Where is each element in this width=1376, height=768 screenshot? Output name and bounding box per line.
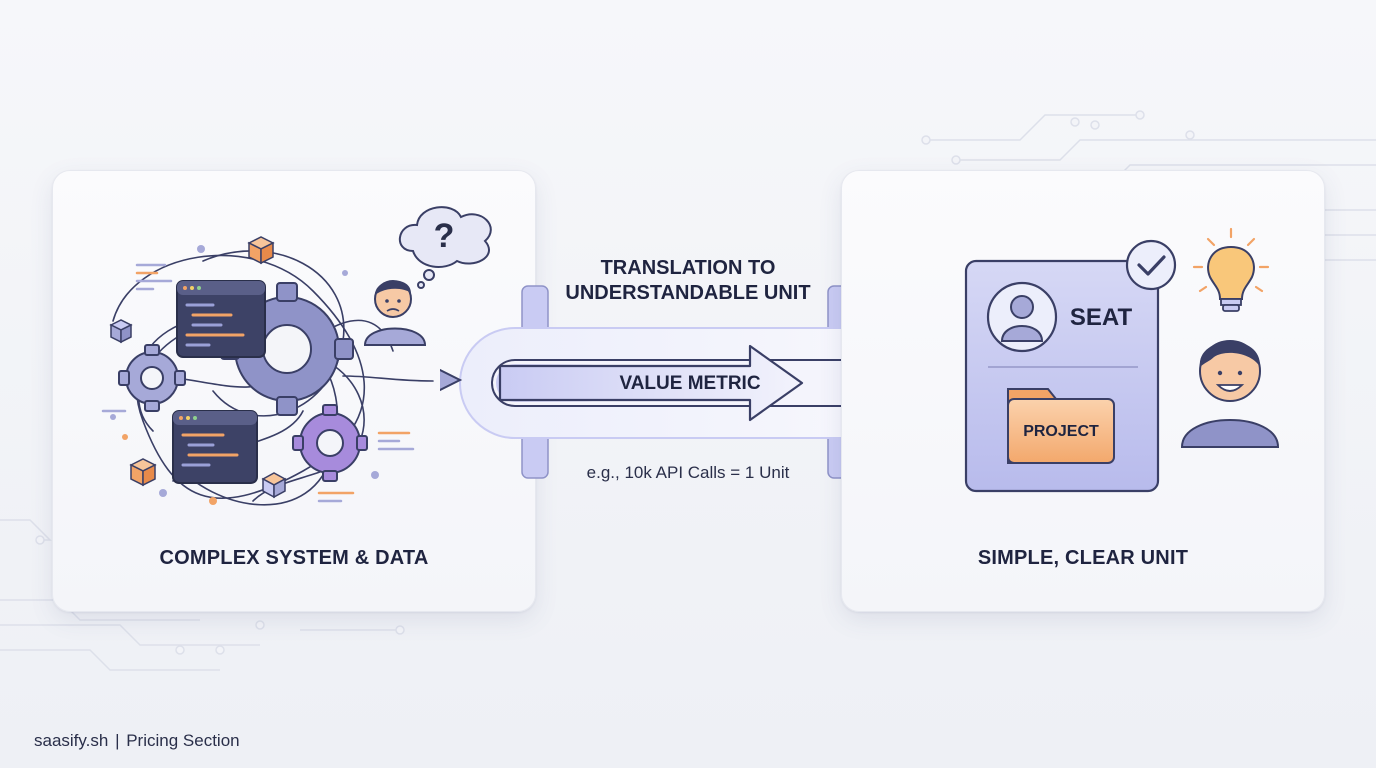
translation-title-line2: UNDERSTANDABLE UNIT bbox=[565, 282, 811, 304]
translation-bridge bbox=[440, 285, 940, 479]
folder-icon bbox=[1007, 388, 1115, 464]
footer-section: Pricing Section bbox=[126, 731, 240, 750]
complex-system-illustration: ? bbox=[101, 206, 492, 506]
example-text: e.g., 10k API Calls = 1 Unit bbox=[586, 463, 790, 482]
simple-unit-card: SEAT PROJECT SIMPLE, CLEAR UNIT bbox=[841, 170, 1325, 612]
question-cloud-icon: ? bbox=[398, 206, 492, 289]
translation-title-line1: TRANSLATION TO bbox=[600, 257, 776, 279]
cube-icon bbox=[109, 319, 133, 344]
complex-system-card: ? COMPLEX SYSTEM & DATA bbox=[52, 170, 536, 612]
checkmark-badge-icon bbox=[1125, 239, 1177, 291]
code-window-icon bbox=[172, 410, 258, 484]
simple-unit-caption: SIMPLE, CLEAR UNIT bbox=[977, 547, 1189, 569]
simple-unit-illustration: SEAT PROJECT bbox=[964, 227, 1280, 493]
svg-text:?: ? bbox=[434, 217, 455, 255]
translation-title: TRANSLATION TO UNDERSTANDABLE UNIT bbox=[545, 256, 831, 306]
gear-icon bbox=[292, 404, 368, 482]
footer-brand: saasify.sh bbox=[34, 731, 109, 750]
input-arrow bbox=[440, 368, 463, 392]
complex-system-caption: COMPLEX SYSTEM & DATA bbox=[159, 547, 429, 569]
cube-icon bbox=[247, 236, 275, 265]
lightbulb-icon bbox=[1192, 227, 1270, 312]
gear-icon bbox=[118, 344, 186, 412]
value-metric-label: VALUE METRIC bbox=[619, 373, 761, 394]
project-label: PROJECT bbox=[1023, 423, 1099, 440]
cube-icon bbox=[129, 458, 157, 487]
footer: saasify.sh | Pricing Section bbox=[34, 731, 240, 751]
user-avatar-icon bbox=[986, 281, 1058, 353]
confused-person-icon bbox=[363, 280, 427, 346]
seat-label: SEAT bbox=[1070, 304, 1133, 331]
footer-separator: | bbox=[115, 731, 120, 750]
happy-person-icon bbox=[1180, 340, 1280, 448]
cube-icon bbox=[261, 472, 287, 499]
code-window-icon bbox=[176, 280, 266, 358]
value-metric-arrow bbox=[498, 344, 804, 422]
